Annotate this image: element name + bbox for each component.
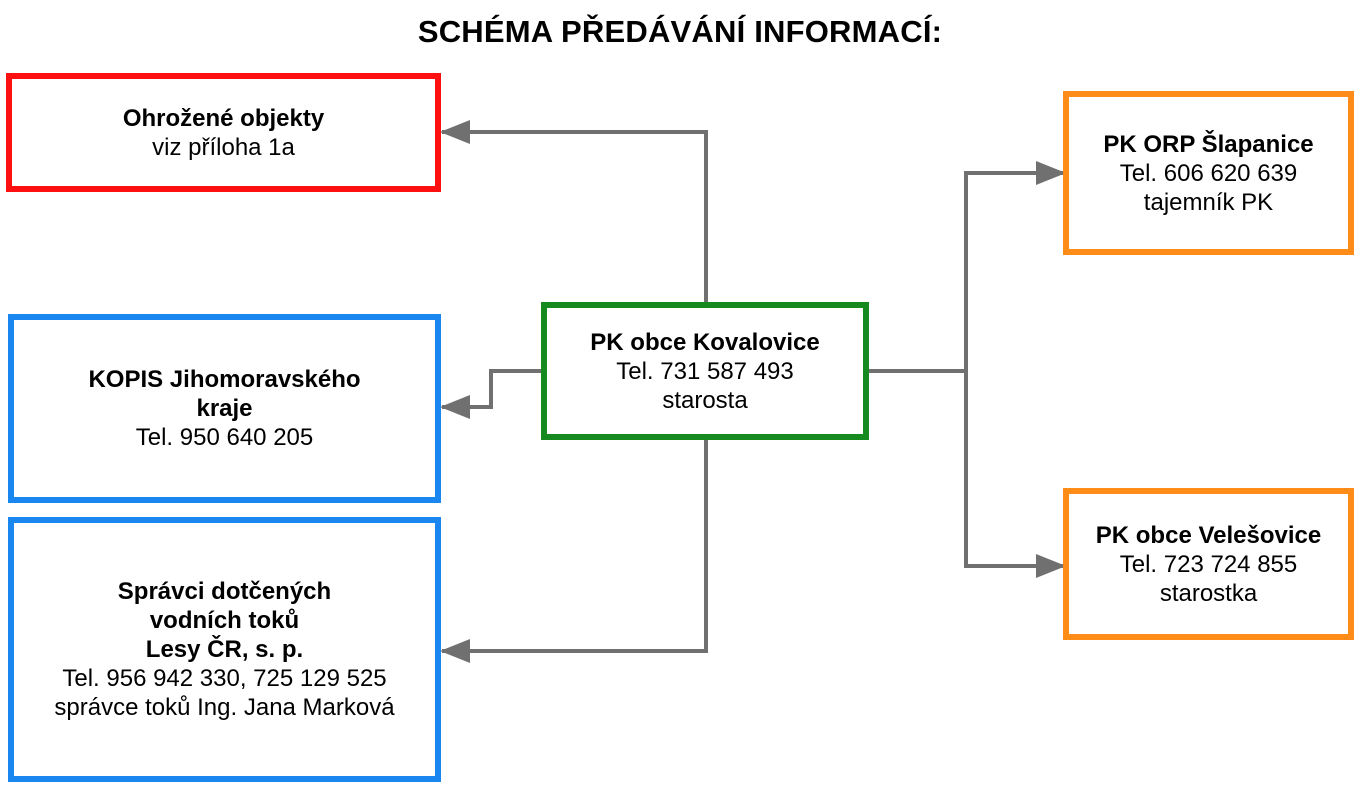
node-kopis: KOPIS Jihomoravského kraje Tel. 950 640 …: [8, 314, 441, 503]
node-center-title: PK obce Kovalovice: [590, 328, 820, 356]
arrowhead-spravci: [440, 639, 470, 663]
node-ohrozene-title: Ohrožené objekty: [122, 104, 325, 132]
node-pk-kovalovice: PK obce Kovalovice Tel. 731 587 493 star…: [541, 302, 869, 440]
arrow-to-velesovice: [964, 371, 1064, 568]
node-velesovice-title: PK obce Velešovice: [1095, 521, 1322, 549]
arrowhead-velesovice: [1036, 554, 1066, 578]
node-spravci-contact: správce toků Ing. Jana Marková: [54, 694, 395, 721]
node-pk-orp-slapanice: PK ORP Šlapanice Tel. 606 620 639 tajemn…: [1063, 91, 1354, 255]
node-velesovice-role: starostka: [1159, 579, 1258, 607]
node-spravci-title-2: vodních toků: [149, 607, 300, 634]
node-spravci-toku: Správci dotčených vodních toků Lesy ČR, …: [8, 517, 441, 782]
node-spravci-org: Lesy ČR, s. p.: [145, 636, 304, 663]
node-kopis-phone: Tel. 950 640 205: [135, 424, 314, 451]
arrow-to-ohrozene: [442, 130, 708, 303]
node-spravci-title-1: Správci dotčených: [117, 578, 332, 605]
node-velesovice-phone: Tel. 723 724 855: [1119, 550, 1298, 578]
arrowhead-orp: [1036, 161, 1066, 185]
arrow-to-orp: [964, 171, 1064, 371]
node-center-role: starosta: [662, 386, 748, 414]
node-kopis-title-1: KOPIS Jihomoravského: [88, 366, 361, 393]
arrowhead-kopis: [440, 395, 470, 419]
node-kopis-title-2: kraje: [196, 395, 253, 422]
node-spravci-phone: Tel. 956 942 330, 725 129 525: [62, 665, 387, 692]
arrow-to-spravci: [442, 438, 708, 653]
node-orp-phone: Tel. 606 620 639: [1119, 159, 1298, 187]
node-center-phone: Tel. 731 587 493: [616, 357, 794, 385]
page-title: SCHÉMA PŘEDÁVÁNÍ INFORMACÍ:: [417, 14, 943, 49]
node-ohrozene-note: viz příloha 1a: [152, 133, 295, 161]
arrowhead-ohrozene: [440, 120, 470, 144]
node-orp-role: tajemník PK: [1143, 188, 1274, 216]
node-pk-velesovice: PK obce Velešovice Tel. 723 724 855 star…: [1063, 488, 1354, 640]
node-orp-title: PK ORP Šlapanice: [1103, 130, 1314, 158]
node-ohrozene-objekty: Ohrožené objekty viz příloha 1a: [6, 73, 441, 192]
